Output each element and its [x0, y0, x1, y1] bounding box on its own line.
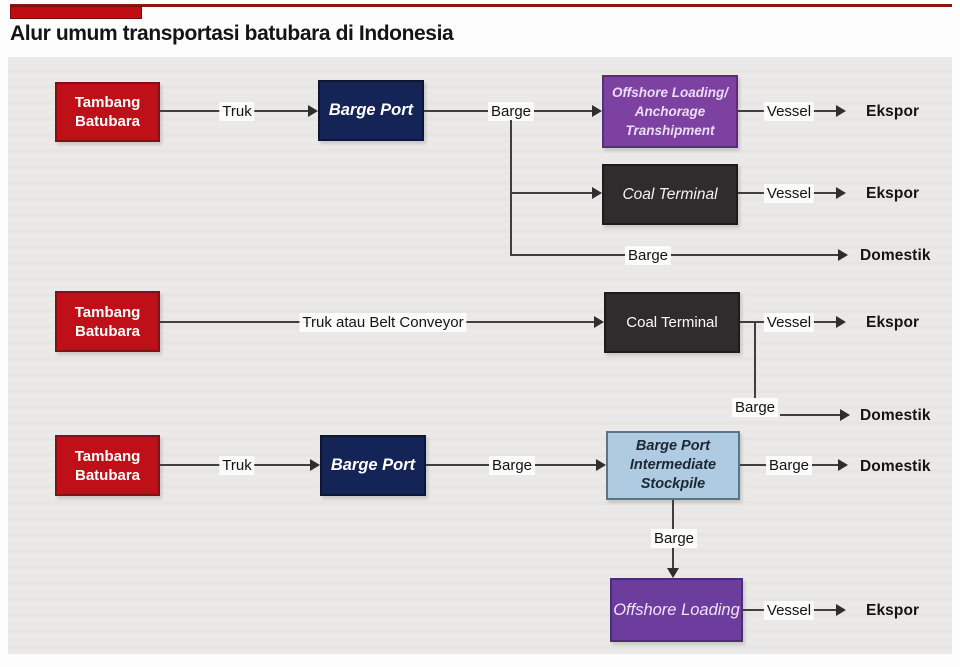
node-tambang-batubara-3: Tambang Batubara [55, 435, 160, 496]
edge-branch-coalterminal [510, 192, 592, 194]
arrowhead-right-icon [594, 316, 604, 328]
diagram-panel [8, 57, 952, 654]
endpoint-domestik-2: Domestik [860, 407, 931, 424]
edge-label-vessel-4: Vessel [763, 601, 815, 620]
arrowhead-right-icon [838, 459, 848, 471]
edge-barge-domestik-2 [780, 414, 840, 416]
header-accent-bar [10, 6, 142, 19]
arrowhead-right-icon [836, 105, 846, 117]
endpoint-domestik-3: Domestik [860, 458, 931, 475]
node-barge-port-stockpile: Barge Port Intermediate Stockpile [606, 431, 740, 500]
node-offshore-anchorage: Offshore Loading/ Anchorage Transhipment [602, 75, 738, 148]
node-offshore-loading: Offshore Loading [610, 578, 743, 642]
edge-label-truk-belt: Truk atau Belt Conveyor [299, 313, 467, 332]
arrowhead-right-icon [596, 459, 606, 471]
edge-branch-domestik [510, 254, 838, 256]
edge-label-barge-2: Barge [624, 246, 672, 265]
edge-label-barge-3: Barge [731, 398, 779, 417]
node-tambang-batubara-1: Tambang Batubara [55, 82, 160, 142]
arrowhead-right-icon [836, 187, 846, 199]
arrowhead-right-icon [836, 604, 846, 616]
endpoint-ekspor-1: Ekspor [866, 103, 920, 120]
edge-branch-vertical-2 [754, 323, 756, 398]
edge-branch-vertical-1 [510, 120, 512, 256]
edge-label-barge-1: Barge [487, 102, 535, 121]
arrowhead-right-icon [308, 105, 318, 117]
edge-label-vessel-2: Vessel [763, 184, 815, 203]
page-title: Alur umum transportasi batubara di Indon… [10, 22, 454, 45]
edge-label-truk-2: Truk [219, 456, 255, 475]
node-barge-port-2: Barge Port [320, 435, 426, 496]
node-barge-port-1: Barge Port [318, 80, 424, 141]
header-rule [10, 4, 952, 7]
node-coal-terminal-2: Coal Terminal [604, 292, 740, 353]
edge-label-barge-5: Barge [765, 456, 813, 475]
arrowhead-right-icon [840, 409, 850, 421]
endpoint-ekspor-2: Ekspor [866, 185, 920, 202]
arrowhead-right-icon [836, 316, 846, 328]
edge-label-truk-1: Truk [219, 102, 255, 121]
arrowhead-right-icon [592, 187, 602, 199]
edge-label-vessel-3: Vessel [763, 313, 815, 332]
arrowhead-right-icon [838, 249, 848, 261]
node-tambang-batubara-2: Tambang Batubara [55, 291, 160, 352]
arrowhead-right-icon [310, 459, 320, 471]
endpoint-ekspor-3: Ekspor [866, 314, 920, 331]
edge-label-barge-4: Barge [488, 456, 536, 475]
edge-label-barge-6: Barge [650, 529, 698, 548]
arrowhead-right-icon [592, 105, 602, 117]
node-coal-terminal-1: Coal Terminal [602, 164, 738, 225]
arrowhead-down-icon [667, 568, 679, 578]
edge-label-vessel-1: Vessel [763, 102, 815, 121]
endpoint-ekspor-4: Ekspor [866, 602, 920, 619]
endpoint-domestik-1: Domestik [860, 247, 931, 264]
